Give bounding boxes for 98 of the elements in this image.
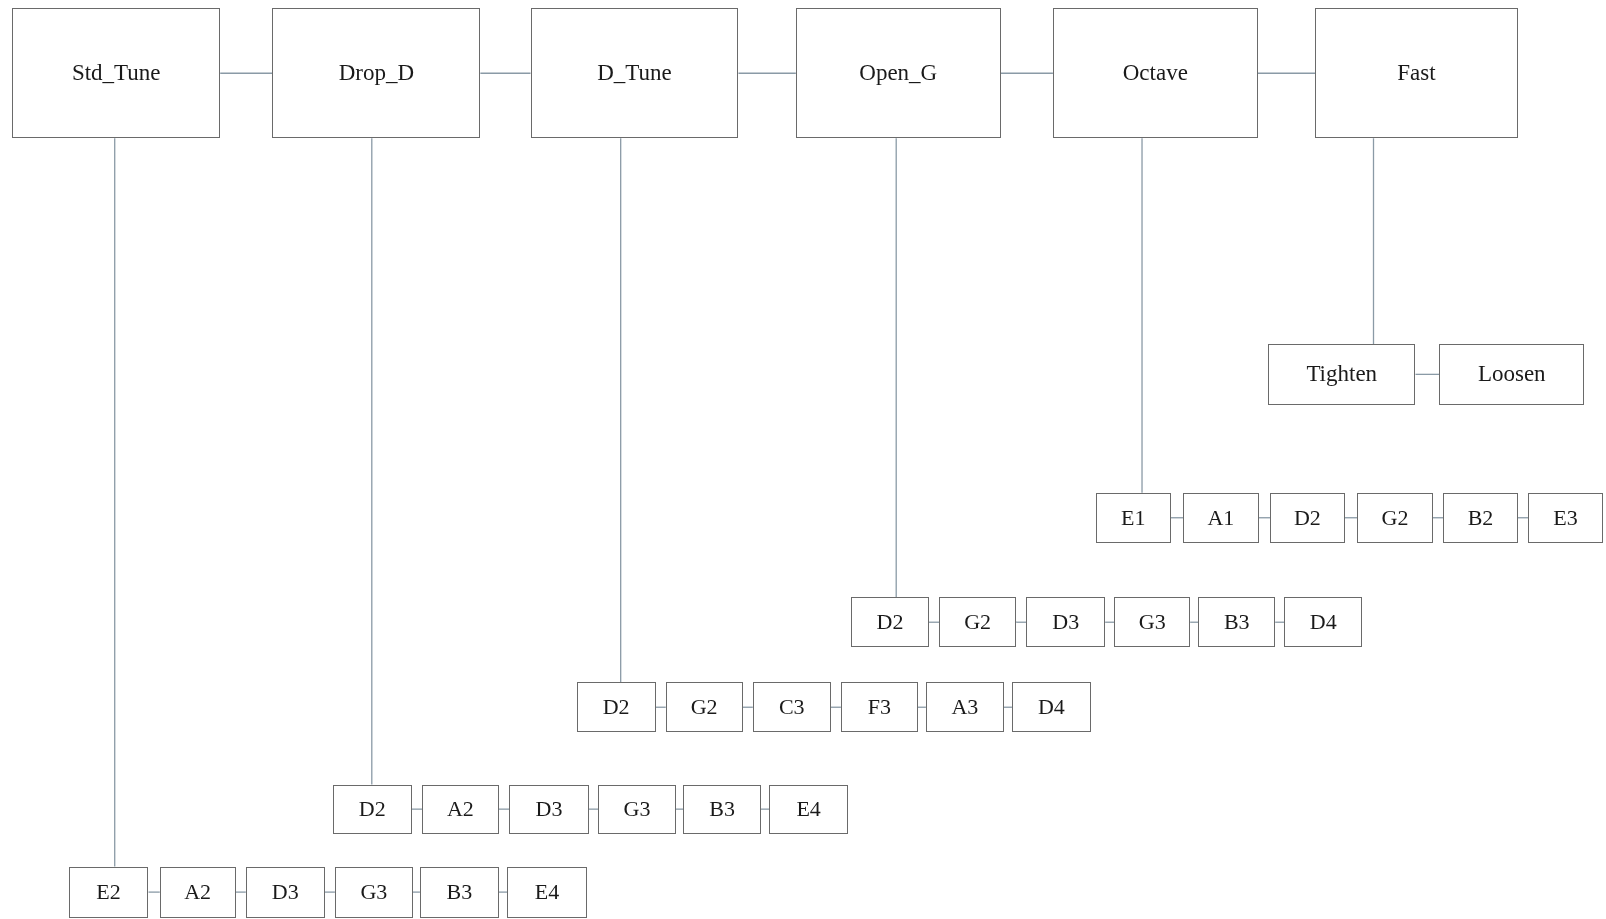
box-label: B3 [709,796,735,823]
note-box [665,682,743,733]
box-label: D2 [602,694,630,721]
note-box [334,866,413,918]
connector-line [895,137,897,598]
box-label: Tighten [1306,361,1378,388]
connector-line [219,72,274,74]
note-box [1026,597,1106,648]
box-label: Fast [1397,60,1436,87]
connector-line [498,808,510,810]
box-label: G2 [690,694,718,721]
connector-line [1257,72,1316,74]
connector-line [760,808,770,810]
note-box [851,597,929,648]
connector-line [479,72,532,74]
connector-line [498,891,508,893]
box-label: E4 [796,796,821,823]
connector-line [1414,373,1440,375]
note-box [1114,597,1191,648]
connector-line [675,808,684,810]
connector-line [737,72,797,74]
connector-line [234,891,247,893]
box-label: D4 [1309,609,1337,636]
box-label: E1 [1121,504,1146,531]
box-label: Open_G [859,60,938,87]
box-label: B3 [446,879,473,906]
box-label: D2 [876,609,904,636]
connector-line [324,891,336,893]
mode-box [795,8,1001,139]
note-box [840,682,918,733]
box-label: D3 [535,796,563,823]
box-label: E2 [96,879,121,906]
connector-line [1372,137,1375,345]
note-box [1095,492,1171,543]
box-label: D_Tune [597,60,672,87]
connector-line [147,891,161,893]
mode-box [12,8,221,139]
connector-line [411,808,423,810]
box-label: Loosen [1477,361,1546,388]
note-box [769,784,849,834]
note-box [939,597,1017,648]
note-box [752,682,831,733]
connector-line [412,891,421,893]
box-label: D3 [1052,609,1080,636]
connector-line [371,137,373,786]
box-label: D4 [1037,694,1065,721]
note-box [1284,597,1363,648]
box-label: E4 [534,879,560,906]
box-label: G3 [623,796,651,823]
note-box [598,784,676,834]
note-box [1270,492,1345,543]
connector-line [1000,72,1054,74]
action-box [1439,344,1585,405]
box-label: D2 [1294,504,1321,531]
box-label: F3 [867,694,891,721]
box-label: D2 [358,796,386,823]
note-box [419,866,499,918]
box-label: G2 [1381,504,1409,531]
action-box [1268,344,1416,405]
note-box [1198,597,1276,648]
connector-line [114,137,116,868]
box-label: G3 [360,879,388,906]
mode-box [272,8,481,139]
box-label: E3 [1553,504,1578,531]
note-box [332,784,412,834]
box-label: A1 [1207,504,1235,531]
note-box [1011,682,1091,733]
box-label: C3 [778,694,805,721]
box-label: B3 [1223,609,1250,636]
mode-box [1052,8,1258,139]
note-box [925,682,1004,733]
mode-box [1315,8,1518,139]
box-label: G2 [964,609,992,636]
note-box [1528,492,1603,543]
note-box [509,784,589,834]
box-label: A2 [184,879,212,906]
note-box [159,866,236,918]
box-label: A3 [951,694,979,721]
box-label: A2 [446,796,474,823]
connector-line [1141,137,1143,494]
box-label: G3 [1138,609,1166,636]
note-box [1183,492,1259,543]
connector-line [588,808,599,810]
box-label: Std_Tune [71,60,161,87]
note-box [576,682,656,733]
note-box [422,784,499,834]
note-box [68,866,149,918]
mode-box [530,8,739,139]
note-box [1357,492,1433,543]
note-box [245,866,325,918]
note-box [1443,492,1518,543]
box-label: Octave [1122,60,1188,87]
note-box [683,784,761,834]
connector-line [620,137,622,683]
box-label: B2 [1467,504,1494,531]
box-label: D3 [271,879,299,906]
box-label: Drop_D [338,60,415,87]
note-box [507,866,587,918]
